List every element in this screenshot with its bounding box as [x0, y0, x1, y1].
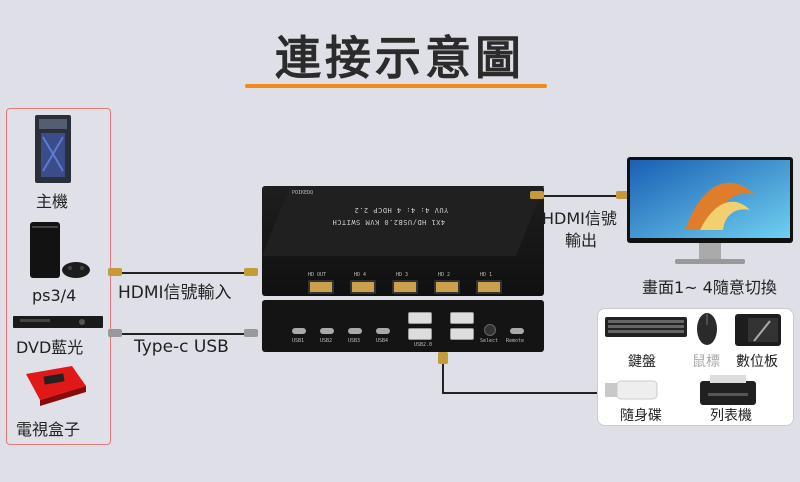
- mouse-label: 鼠標: [692, 354, 720, 370]
- usb-c-label: Type-c USB: [134, 337, 229, 357]
- pc-label: 主機: [36, 192, 69, 211]
- hdmi-out-plug-left: [530, 191, 544, 199]
- title-underline: [245, 84, 547, 88]
- ps-label: ps3/4: [32, 286, 77, 305]
- usb20-port-4: [450, 328, 474, 340]
- usb-drive-label: 隨身碟: [620, 408, 662, 424]
- peripherals-callout: 鍵盤 鼠標 數位板 隨身碟 列表機: [597, 308, 794, 426]
- usb-c-plug-left: [108, 329, 122, 337]
- select-button[interactable]: [484, 324, 496, 336]
- keyboard-icon: [604, 315, 688, 339]
- hdmi-input-label: HDMI信號輸入: [118, 283, 232, 303]
- kvm-spec-text: YUV 4: 4: 4 HDCP 2.2: [354, 206, 449, 214]
- game-console-icon: [26, 220, 92, 282]
- dvd-label: DVD藍光: [16, 338, 84, 357]
- usb-c-cable: [110, 333, 256, 335]
- dvd-player-icon: [12, 314, 104, 330]
- port-label-hd1: HD 1: [480, 272, 493, 278]
- port-label-hdout: HD OUT: [308, 272, 327, 278]
- usb-drive-icon: [604, 379, 660, 401]
- usb20-port-3: [450, 312, 474, 324]
- label-usb20: USB2.0: [414, 342, 433, 348]
- port-label-hd2: HD 2: [438, 272, 451, 278]
- keyboard-label: 鍵盤: [628, 354, 656, 370]
- label-remote: Remote: [506, 338, 525, 344]
- label-usb3: USB3: [348, 338, 361, 344]
- hdmi-out-port: [308, 280, 334, 294]
- hdmi-output-label-2: 輸出: [565, 231, 598, 250]
- hdmi-plug-left: [108, 268, 122, 276]
- kvm-brand-text: POIKEDQ: [292, 190, 314, 196]
- pc-tower-icon: [33, 113, 73, 185]
- label-usb2: USB2: [320, 338, 333, 344]
- tv-box-icon: [20, 360, 90, 408]
- usb-c-plug-right: [244, 329, 258, 337]
- usb20-port-1: [408, 312, 432, 324]
- hdmi-plug-right: [244, 268, 258, 276]
- kvm-model-text: 4X1 HD/USB2.0 KVM SWITCH: [332, 218, 446, 226]
- label-select: Select: [480, 338, 499, 344]
- hdmi-3-port: [392, 280, 418, 294]
- mouse-icon: [696, 311, 718, 347]
- monitor-caption: 畫面1~ 4隨意切換: [642, 278, 777, 297]
- drawing-tablet-icon: [734, 313, 782, 347]
- usb-peripheral-cable-horizontal: [442, 392, 597, 394]
- port-label-hd4: HD 4: [354, 272, 367, 278]
- tablet-label: 數位板: [736, 354, 778, 370]
- port-label-hd3: HD 3: [396, 272, 409, 278]
- hdmi-output-label-1: HDMI信號: [542, 209, 617, 228]
- usb20-port-2: [408, 328, 432, 340]
- kvm-switch-top-unit: 4X1 HD/USB2.0 KVM SWITCH YUV 4: 4: 4 HDC…: [262, 186, 544, 296]
- label-usb1: USB1: [292, 338, 305, 344]
- hdmi-1-port: [476, 280, 502, 294]
- hdmi-input-cable: [110, 272, 256, 274]
- remote-port: [510, 328, 524, 334]
- page-title: 連接示意圖: [275, 31, 525, 85]
- hdmi-output-cable: [540, 195, 630, 197]
- monitor-icon: [625, 155, 795, 270]
- usb1-port: [292, 328, 306, 334]
- printer-label: 列表機: [710, 408, 752, 424]
- tvbox-label: 電視盒子: [16, 420, 81, 439]
- usb-peripheral-cable-vertical: [442, 352, 444, 394]
- kvm-switch-bottom-unit: USB1 USB2 USB3 USB4 USB2.0 Select Remote: [262, 300, 544, 352]
- usb2-port: [320, 328, 334, 334]
- usb-plug-peripheral: [438, 352, 448, 364]
- hdmi-2-port: [434, 280, 460, 294]
- hdmi-out-plug-right: [616, 191, 630, 199]
- label-usb4: USB4: [376, 338, 389, 344]
- printer-icon: [698, 373, 758, 407]
- hdmi-4-port: [350, 280, 376, 294]
- usb3-port: [348, 328, 362, 334]
- usb4-port: [376, 328, 390, 334]
